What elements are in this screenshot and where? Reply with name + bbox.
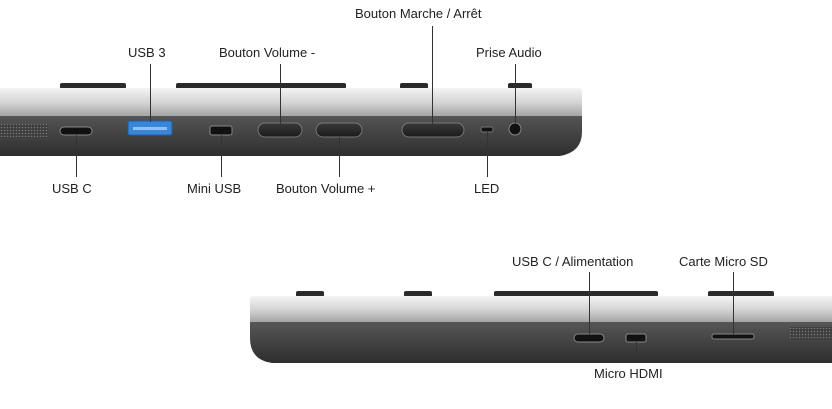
bottom-device bbox=[250, 291, 832, 363]
leader-micro-sd bbox=[733, 272, 734, 334]
bottom-top-edge-button-1 bbox=[296, 291, 324, 297]
leader-usb-c bbox=[76, 135, 77, 177]
leader-led bbox=[487, 132, 488, 177]
bottom-top-edge-button-3 bbox=[494, 291, 658, 297]
label-micro-hdmi: Micro HDMI bbox=[594, 366, 663, 381]
top-edge-button-4 bbox=[508, 83, 532, 89]
label-micro-sd: Carte Micro SD bbox=[679, 254, 768, 269]
leader-usb3 bbox=[150, 64, 151, 122]
bottom-speaker-grille-icon bbox=[790, 327, 832, 340]
micro-sd-slot-icon bbox=[711, 333, 755, 340]
usb-c-power-port-icon bbox=[573, 333, 605, 343]
leader-volume-minus bbox=[280, 64, 281, 124]
power-button-icon bbox=[401, 122, 465, 138]
leader-power bbox=[432, 26, 433, 124]
bottom-device-silver-band bbox=[250, 296, 832, 322]
leader-audio bbox=[515, 64, 516, 124]
label-usb-c: USB C bbox=[52, 181, 92, 196]
volume-plus-button-icon bbox=[315, 122, 363, 138]
leader-volume-plus bbox=[339, 137, 340, 177]
volume-minus-button-icon bbox=[257, 122, 303, 138]
audio-jack-icon bbox=[508, 122, 522, 136]
label-mini-usb: Mini USB bbox=[187, 181, 242, 196]
bottom-top-edge-button-2 bbox=[404, 291, 432, 297]
top-device-silver-band bbox=[0, 88, 582, 116]
speaker-grille-icon bbox=[0, 124, 48, 137]
label-power-button: Bouton Marche / Arrêt bbox=[355, 6, 482, 21]
bottom-device-dark-body bbox=[250, 316, 832, 363]
top-edge-button-1 bbox=[60, 83, 126, 89]
top-device bbox=[0, 83, 582, 156]
usb-c-port-icon bbox=[59, 126, 93, 136]
label-volume-plus: Bouton Volume + bbox=[276, 181, 376, 196]
leader-mini-usb bbox=[221, 135, 222, 177]
bottom-top-edge-button-4 bbox=[708, 291, 774, 297]
mini-usb-port-icon bbox=[209, 125, 233, 136]
label-led: LED bbox=[474, 181, 500, 196]
label-usb-c-power: USB C / Alimentation bbox=[512, 254, 634, 269]
label-audio-jack: Prise Audio bbox=[476, 45, 542, 60]
label-usb3: USB 3 bbox=[128, 45, 166, 60]
top-edge-button-2 bbox=[176, 83, 346, 89]
top-edge-button-3 bbox=[400, 83, 428, 89]
leader-usb-c-power bbox=[589, 272, 590, 334]
leader-micro-hdmi bbox=[636, 342, 637, 362]
label-volume-minus: Bouton Volume - bbox=[219, 45, 316, 60]
micro-hdmi-port-icon bbox=[625, 333, 647, 343]
usb3-tongue bbox=[133, 127, 167, 130]
